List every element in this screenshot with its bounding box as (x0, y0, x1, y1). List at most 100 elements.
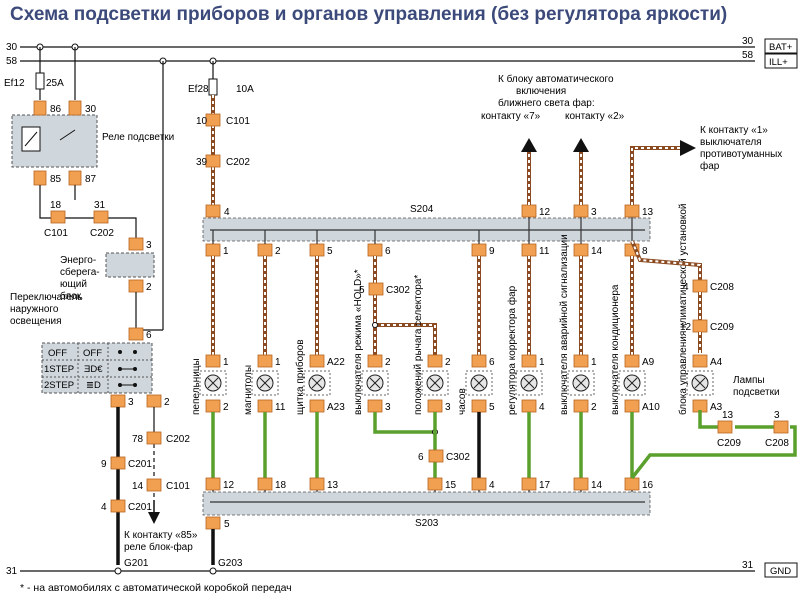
lamp-bottom-pin-label: A23 (327, 402, 345, 413)
lamp-pin-top (427, 354, 443, 368)
lamp-top-pin-label: 1 (275, 357, 281, 368)
svg-text:3: 3 (128, 397, 134, 408)
lamp-pin-top (257, 354, 273, 368)
relay-pin-30: 30 (68, 100, 97, 116)
s204-pin-in: 4 (205, 204, 230, 218)
s203-pin-14 (573, 477, 589, 491)
lamp-pin-bottom (367, 399, 383, 413)
lamp-pin-top (205, 354, 221, 368)
lamp-label: пепельницы (191, 358, 202, 415)
fuse-ef12: Ef12 25A (4, 47, 64, 100)
s203-pin-label: 4 (489, 480, 495, 491)
lamp-bottom-pin-label: 2 (591, 402, 597, 413)
s204-top-pin-label: 13 (642, 207, 654, 218)
svg-text:S204: S204 (410, 204, 434, 215)
svg-text:13: 13 (722, 410, 734, 421)
switch-row-2step: 2STEP (44, 380, 74, 391)
lamp-label: часов (457, 388, 468, 415)
s203-pin-15 (427, 477, 443, 491)
svg-text:C302: C302 (446, 452, 470, 463)
svg-text:31: 31 (94, 200, 106, 211)
lamp-columns: 112пепельницы122111магнитолы185A22A23щит… (191, 204, 723, 502)
switch-pin-6: 6 (128, 327, 152, 341)
lamp-bottom-pin-label: 11 (275, 402, 286, 413)
rail-30-right-label: 30 (742, 36, 754, 47)
s203-pin-4 (471, 477, 487, 491)
relay-pin-85: 85 (33, 170, 62, 186)
svg-text:31: 31 (6, 566, 18, 577)
svg-text:OFF: OFF (83, 348, 102, 359)
connector-c201-9: 9 C201 (101, 456, 152, 470)
connector-c101-10: 10 C101 (196, 113, 250, 127)
bus-s203: S203 (202, 491, 651, 529)
s204-pin-label: 5 (327, 246, 333, 257)
svg-text:6: 6 (418, 452, 424, 463)
svg-text:S203: S203 (415, 518, 439, 529)
s203-pin-label: 14 (591, 480, 603, 491)
rail-58: 58 58 ILL+ (6, 50, 798, 69)
svg-text:4: 4 (101, 502, 107, 513)
relay-pin-87: 87 (68, 170, 97, 186)
lamp-label: магнитолы (243, 365, 254, 415)
lamp-pin-top (624, 354, 640, 368)
svg-text:85: 85 (50, 174, 62, 185)
svg-text:6: 6 (146, 330, 152, 341)
connector-c202-39: 39 C202 (196, 154, 250, 168)
svg-text:14: 14 (132, 481, 144, 492)
svg-text:25A: 25A (46, 78, 64, 89)
s204-pin-label: 9 (489, 246, 495, 257)
rail-58-left-label: 58 (6, 56, 18, 67)
svg-text:4: 4 (224, 207, 230, 218)
s204-pin-14 (573, 243, 589, 257)
svg-text:GND: GND (770, 566, 791, 577)
connector-c209-12: 12 C209 (680, 319, 734, 333)
svg-text:C202: C202 (166, 434, 190, 445)
lamp-pin-bottom (427, 399, 443, 413)
svg-text:C202: C202 (90, 228, 114, 239)
lamp-pin-top (573, 354, 589, 368)
lamp-bottom-pin-label: 2 (223, 402, 229, 413)
svg-text:86: 86 (50, 104, 62, 115)
lamp-label: выключателя режима «HOLD»* (353, 269, 364, 415)
rail-58-tag: ILL+ (769, 57, 788, 68)
connector-c202-31: 31 C202 (90, 200, 114, 239)
s204-top-pin-label: 12 (539, 207, 551, 218)
svg-text:C208: C208 (765, 438, 789, 449)
svg-text:18: 18 (50, 200, 62, 211)
energy-block-pin-2: 2 (128, 279, 152, 293)
s203-pin-label: 12 (223, 480, 235, 491)
s203-pin-13 (309, 477, 325, 491)
rail-58-right-label: 58 (742, 50, 754, 61)
switch-row-off: OFF (48, 348, 67, 359)
s204-pin-6 (367, 243, 383, 257)
lamp-pin-top (692, 354, 708, 368)
svg-text:C209: C209 (710, 322, 734, 333)
lamp-pin-top (367, 354, 383, 368)
s203-pin-label: 16 (642, 480, 654, 491)
lamp-pin-bottom (257, 399, 273, 413)
connector-c101-18: 18 C101 (44, 200, 68, 239)
svg-text:C302: C302 (386, 285, 410, 296)
lamp-top-pin-label: 2 (445, 357, 451, 368)
svg-text:2: 2 (146, 282, 152, 293)
s203-pin-label: 13 (327, 480, 339, 491)
s204-pin-2 (257, 243, 273, 257)
svg-text:C101: C101 (226, 116, 250, 127)
connector-c302-6: 6 C302 (418, 449, 470, 463)
s204-pin-1 (205, 243, 221, 257)
svg-text:C201: C201 (128, 502, 152, 513)
svg-text:78: 78 (132, 434, 144, 445)
lamp-pin-bottom (205, 399, 221, 413)
svg-text:10: 10 (196, 116, 208, 127)
